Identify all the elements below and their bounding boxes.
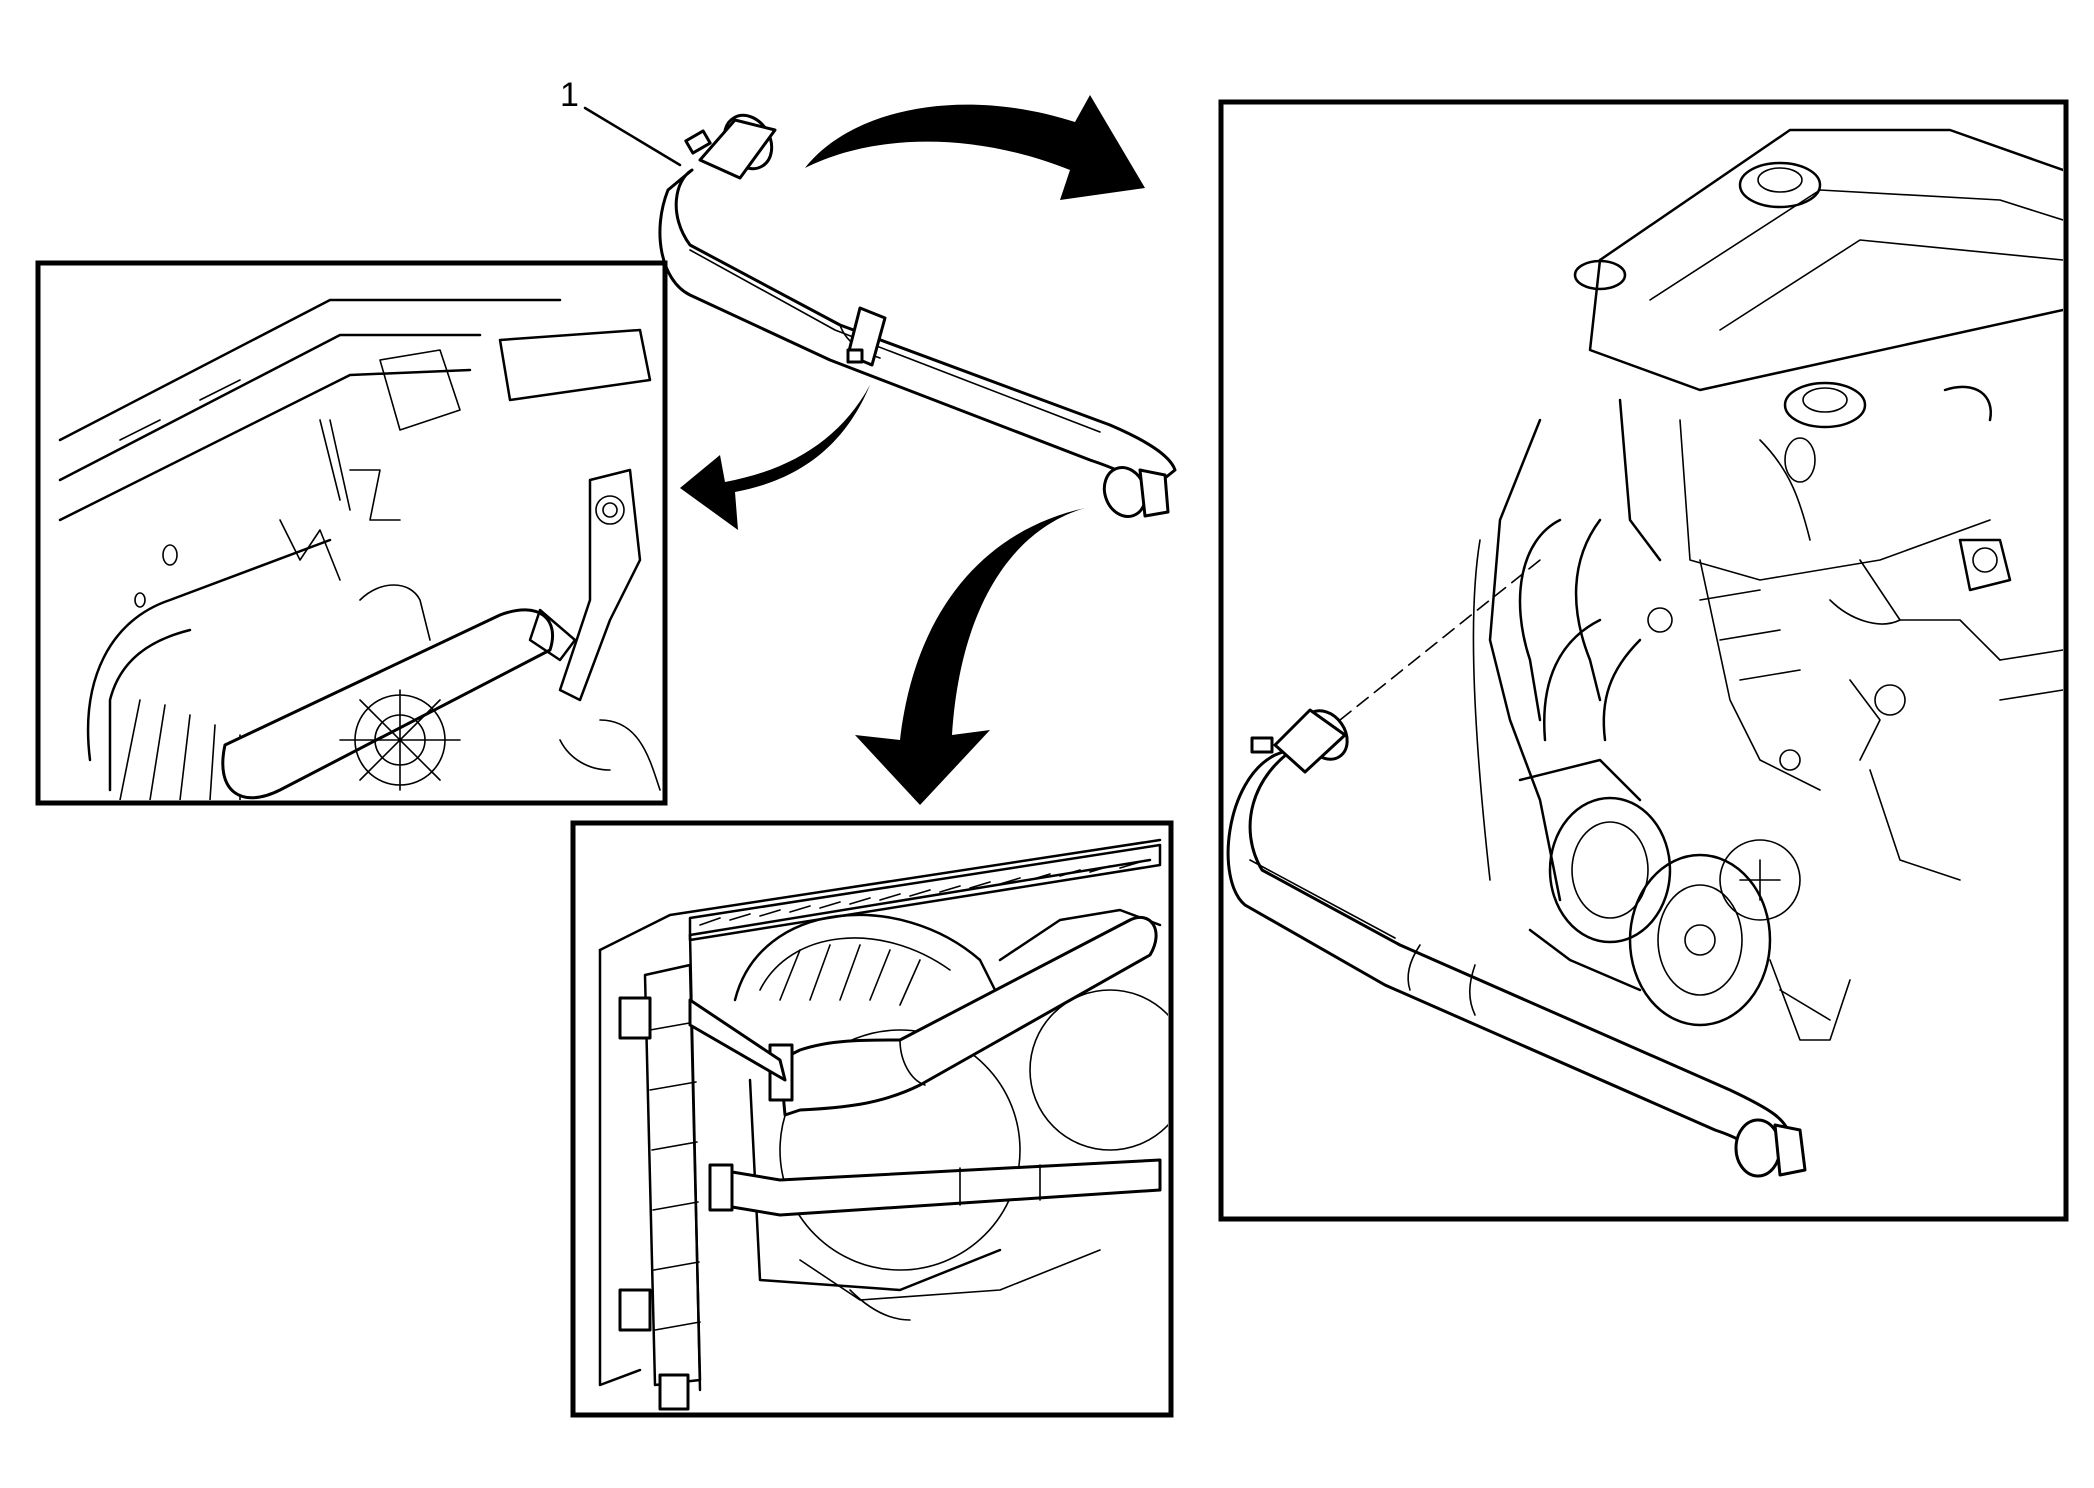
lower-view-upper-hose: [778, 916, 1158, 1117]
engine-view-hose-top-clamp: [1250, 736, 1274, 754]
callout-1-label: 1: [560, 76, 579, 114]
flow-arrows: [680, 95, 1145, 805]
hose-bottom-clamp: [1138, 468, 1170, 518]
engine-view-hose-bottom-end: [1734, 1118, 1782, 1178]
callout-1-leader: [583, 106, 682, 167]
engine-view-frame: [1218, 99, 2069, 1222]
radiator-lower-view: [570, 820, 1174, 1418]
hose-top-clamp: [684, 129, 712, 155]
hose-part-view: [658, 113, 1177, 518]
arrow-to-engine-view: [805, 95, 1145, 200]
callout-1: 1: [560, 76, 682, 167]
radiator-lower-frame: [570, 820, 1174, 1418]
engine-view: [1218, 99, 2069, 1222]
arrow-to-radiator-upper-view: [680, 385, 870, 530]
radiator-upper-view: [35, 260, 668, 806]
engine-view-hose-bottom-clamp: [1773, 1123, 1807, 1177]
upper-radiator-hose: [658, 168, 1177, 492]
arrow-to-radiator-lower-view: [855, 508, 1085, 805]
